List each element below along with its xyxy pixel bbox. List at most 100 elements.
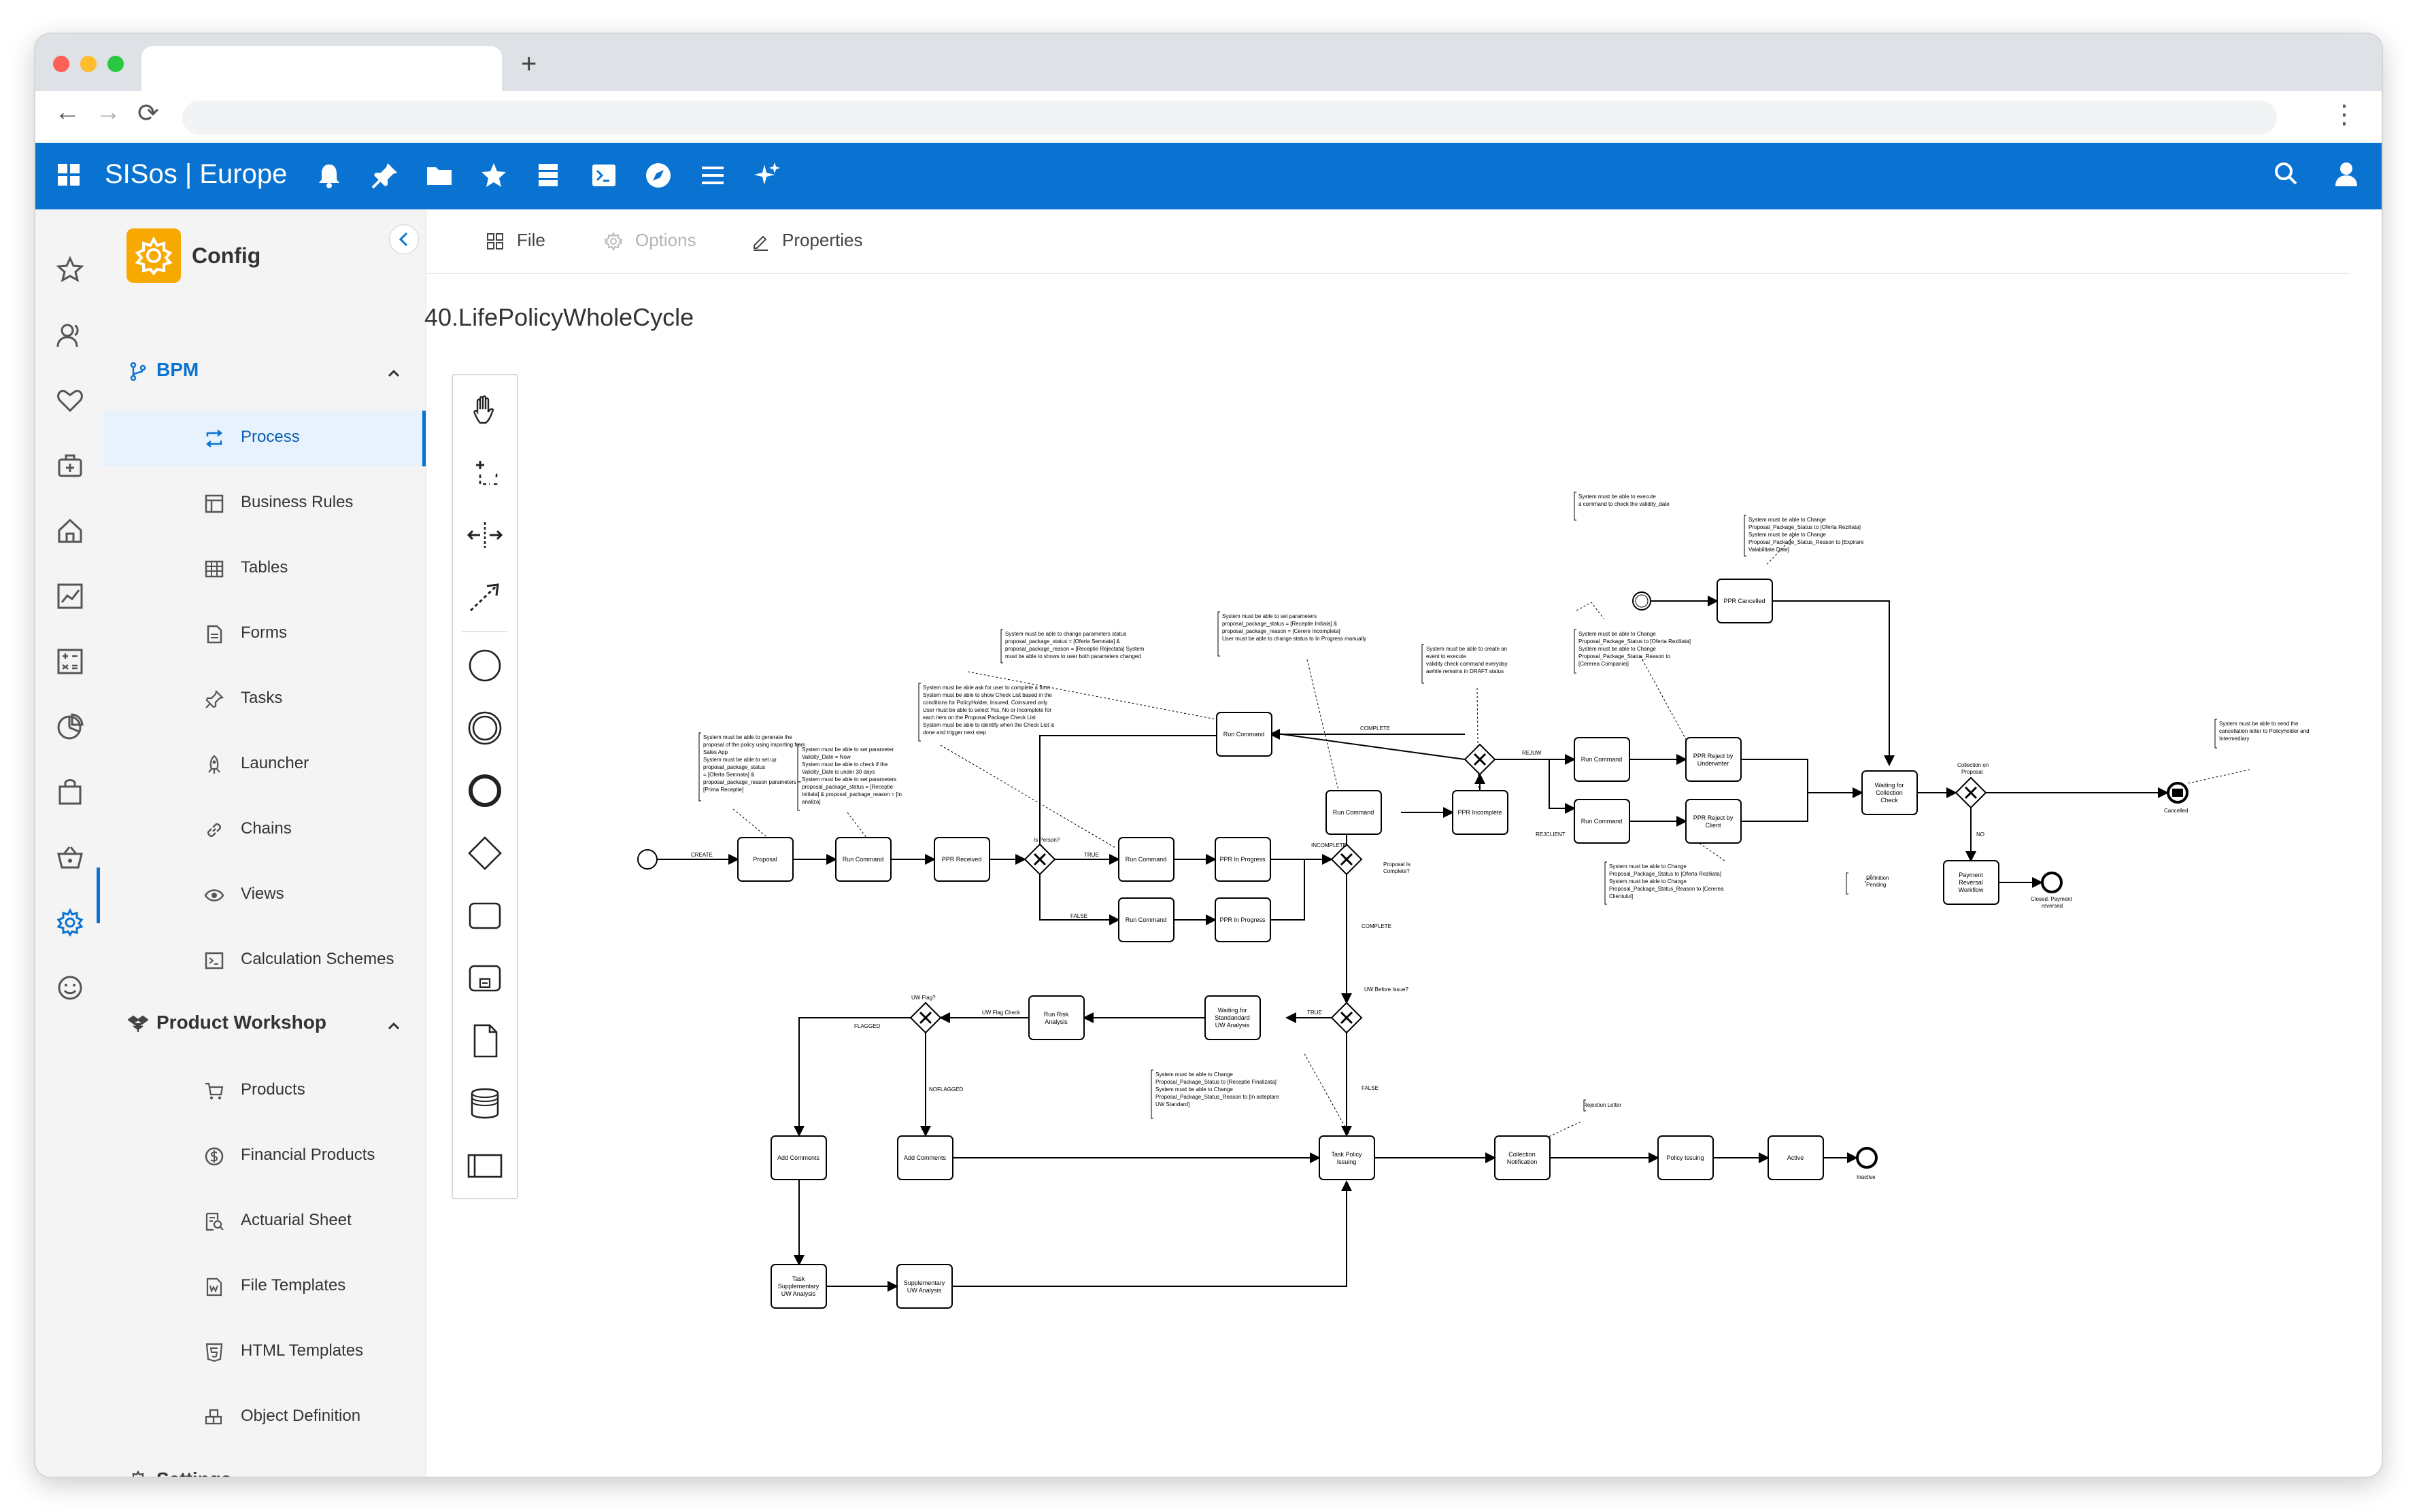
sidebar-item-calculation-schemes[interactable]: Calculation Schemes [103,933,426,989]
user-icon[interactable] [2333,160,2360,188]
task-icon[interactable] [467,897,503,934]
lasso-tool-icon[interactable] [467,454,503,491]
gear-icon[interactable] [56,908,84,937]
star-icon[interactable] [479,160,509,190]
task-run-command-rejclient[interactable] [1574,799,1630,844]
compass-icon[interactable] [643,160,673,190]
task-waiting-collection-check[interactable] [1861,770,1918,815]
task-policy-issuing-2[interactable] [1657,1135,1714,1180]
task-supplementary-uw[interactable] [771,1264,827,1309]
sidebar-item-products[interactable]: Products [103,1063,426,1119]
task-run-command[interactable] [835,837,892,882]
sidebar-item-object-definition[interactable]: Object Definition [103,1390,426,1445]
address-bar[interactable] [182,101,2277,135]
tab-properties[interactable]: Properties [751,230,863,252]
pool-icon[interactable] [467,1148,503,1184]
browser-menu-button[interactable]: ⋮ [2331,101,2357,129]
sidebar-item-forms[interactable]: Forms [103,606,426,662]
favorites-star-icon[interactable] [56,256,84,284]
chevron-down-icon[interactable] [385,1474,403,1477]
apps-grid-icon[interactable] [57,163,80,186]
task-run-command-true[interactable] [1118,837,1174,882]
data-store-icon[interactable] [467,1085,503,1122]
collapse-sidebar-button[interactable] [389,224,419,254]
data-object-icon[interactable] [467,1023,503,1059]
sidebar-item-process[interactable]: Process [103,411,426,466]
basket-icon[interactable] [56,843,84,872]
sidebar-item-views[interactable]: Views [103,867,426,923]
sidebar-item-launcher[interactable]: Launcher [103,737,426,793]
new-tab-button[interactable]: + [521,49,537,79]
heart-icon[interactable] [56,386,84,415]
intermediate-event-icon[interactable] [467,710,503,746]
task-run-command-top[interactable] [1216,712,1272,757]
users-icon[interactable] [56,321,84,349]
maximize-window-icon[interactable] [107,56,124,72]
tab-file[interactable]: File [486,230,545,251]
task-payment-reversal-workflow[interactable] [1943,860,1999,905]
sparkle-icon[interactable] [752,160,782,190]
task-proposal[interactable] [737,837,794,882]
folder-icon[interactable] [424,160,454,190]
close-window-icon[interactable] [53,56,69,72]
task-supplementary-uw-analysis[interactable] [896,1264,953,1309]
start-event-icon[interactable] [467,647,503,684]
reload-button[interactable]: ⟳ [137,99,159,128]
task-policy-issuing[interactable] [1319,1135,1375,1180]
home-icon[interactable] [56,517,84,545]
task-ppr-reject-client[interactable] [1685,799,1742,844]
bell-icon[interactable] [314,160,344,190]
list-icon[interactable] [698,160,728,190]
task-run-command-false[interactable] [1118,897,1174,942]
task-ppr-cancelled[interactable] [1717,579,1773,623]
forward-button[interactable]: → [95,98,121,126]
start-event[interactable] [637,849,658,870]
browser-tab[interactable] [141,46,502,91]
chart-icon[interactable] [56,582,84,611]
task-waiting-standard-uw[interactable] [1204,995,1261,1040]
tab-options[interactable]: Options [604,230,696,252]
smile-icon[interactable] [56,974,84,1002]
task-ppr-in-progress-true[interactable] [1215,837,1271,882]
section-bpm[interactable]: BPM [128,359,199,381]
sidebar-item-business-rules[interactable]: Business Rules [103,476,426,532]
task-ppr-incomplete[interactable] [1452,790,1508,835]
hand-tool-icon[interactable] [467,392,503,428]
search-icon[interactable] [2273,160,2299,186]
task-collection-notification[interactable] [1494,1135,1551,1180]
subprocess-icon[interactable] [467,960,503,997]
task-ppr-received[interactable] [934,837,990,882]
sidebar-item-file-templates[interactable]: File Templates [103,1259,426,1315]
sidebar-item-financial-products[interactable]: Financial Products [103,1129,426,1184]
calculator-icon[interactable] [56,647,84,676]
bpmn-canvas[interactable]: Proposal Run Command PPR Received Run Co… [597,442,2365,1326]
sidebar-item-html-templates[interactable]: HTML Templates [103,1324,426,1380]
sidebar-item-chains[interactable]: Chains [103,802,426,858]
task-ppr-reject-underwriter[interactable] [1685,737,1742,782]
terminal-icon[interactable] [589,160,619,190]
end-event-icon[interactable] [467,772,503,809]
task-run-command-incomplete[interactable] [1325,790,1382,835]
bag-icon[interactable] [56,778,84,806]
task-active[interactable] [1768,1135,1824,1180]
task-add-comments-noflagged[interactable] [897,1135,953,1180]
chevron-up-icon[interactable] [385,364,403,382]
sidebar-item-tasks[interactable]: Tasks [103,672,426,727]
pie-icon[interactable] [56,712,84,741]
connect-tool-icon[interactable] [467,579,503,616]
minimize-window-icon[interactable] [80,56,97,72]
section-product-workshop[interactable]: Product Workshop [128,1012,326,1034]
gateway-icon[interactable] [467,835,503,872]
space-tool-icon[interactable] [467,517,503,553]
inactive-end-event[interactable] [1856,1147,1878,1169]
task-run-command-rejuw[interactable] [1574,737,1630,782]
database-icon[interactable] [533,160,563,190]
pin-icon[interactable] [370,160,400,190]
briefcase-add-icon[interactable] [56,451,84,480]
sidebar-item-tables[interactable]: Tables [103,541,426,597]
task-run-risk-analysis[interactable] [1028,995,1085,1040]
closed-end-event[interactable] [2041,872,2063,893]
task-add-comments-flagged[interactable] [771,1135,827,1180]
back-button[interactable]: ← [54,98,80,126]
task-ppr-in-progress-false[interactable] [1215,897,1271,942]
